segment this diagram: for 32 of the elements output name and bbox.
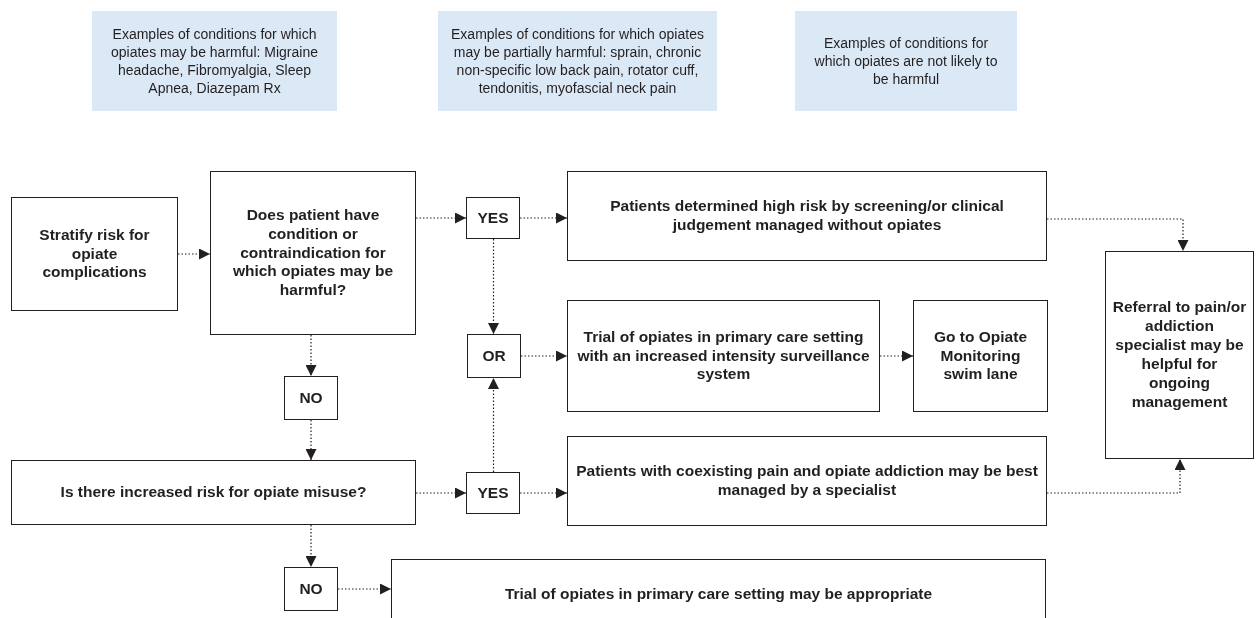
example-note-box: Examples of conditions for which opiates may be harmful: Migraine headache, Fibromyalgia, Sleep Apnea, Diazepam Rx — [92, 11, 337, 111]
process-box: YES — [466, 197, 520, 239]
example-note-box: Examples of conditions for which opiates are not likely to be harmful — [795, 11, 1017, 111]
arrow — [519, 212, 568, 224]
process-box: Trial of opiates in primary care setting may be appropriate — [391, 559, 1046, 618]
process-box: Does patient have condition or contraindication for which opiates may be harmful? — [210, 171, 416, 335]
arrow — [519, 487, 568, 499]
process-box: Stratify risk for opiate complications — [11, 197, 178, 311]
arrow — [488, 238, 499, 335]
process-box: Trial of opiates in primary care setting with an increased intensity surveillance system — [567, 300, 880, 412]
arrow — [488, 377, 499, 473]
arrow — [305, 419, 317, 461]
process-box: Patients determined high risk by screening/or clinical judgement managed without opiates — [567, 171, 1047, 261]
arrow — [879, 350, 914, 362]
process-box: OR — [467, 334, 521, 378]
arrow — [415, 212, 467, 224]
process-box: Patients with coexisting pain and opiate addiction may be best managed by a specialist — [567, 436, 1047, 526]
process-box: NO — [284, 567, 338, 611]
arrow — [305, 334, 317, 377]
example-note-box: Examples of conditions for which opiates may be partially harmful: sprain, chronic non-specific low back pain, rotator cuff, tendonitis, myofascial neck pain — [438, 11, 717, 111]
arrow — [520, 350, 568, 362]
process-box: Is there increased risk for opiate misuse? — [11, 460, 416, 525]
process-box: YES — [466, 472, 520, 514]
arrow — [337, 583, 392, 595]
arrow — [305, 524, 317, 568]
process-box: NO — [284, 376, 338, 420]
arrow — [415, 487, 467, 499]
process-box: Go to Opiate Monitoring swim lane — [913, 300, 1048, 412]
arrow — [1046, 218, 1189, 252]
process-box: Referral to pain/or addiction specialist may be helpful for ongoing management — [1105, 251, 1254, 459]
arrow — [177, 248, 211, 260]
arrow — [1046, 458, 1186, 494]
